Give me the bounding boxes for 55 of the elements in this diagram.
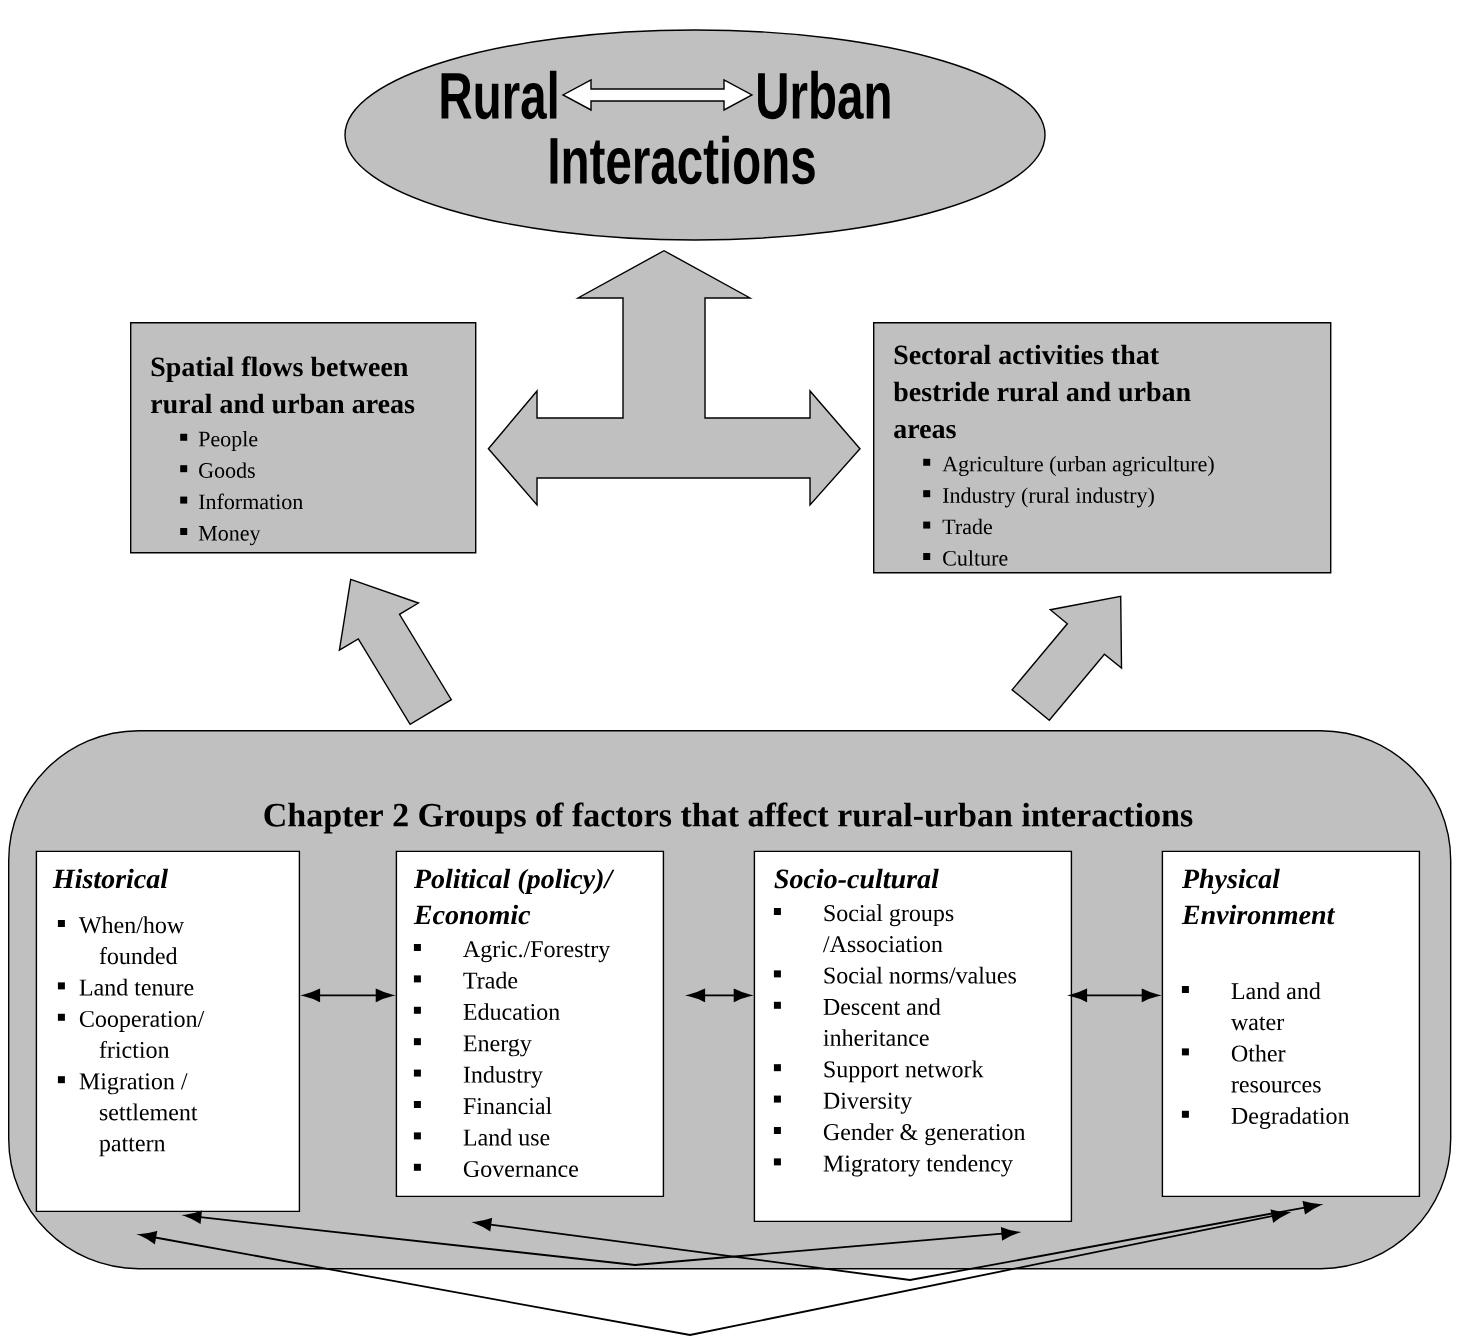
- list-item: Social groups /Association: [773, 904, 954, 953]
- list-item: Agric./Forestry: [413, 941, 611, 963]
- list-item: Migratory tendency: [773, 1154, 1013, 1177]
- list-item: Information: [180, 493, 303, 510]
- box-heading: Sectoral activities that bestride rural and urban areas: [893, 344, 1191, 439]
- arrow: [688, 989, 751, 1002]
- arrow: [303, 989, 393, 1002]
- box-heading: Spatial flows between rural and urban areas: [150, 356, 415, 414]
- text-box: [1161, 850, 1421, 1198]
- list-item: People: [180, 431, 258, 451]
- list-item: Degradation: [1181, 1107, 1350, 1129]
- list-item: Migration / settlement pattern: [57, 1073, 198, 1157]
- list-item: Culture: [923, 550, 1008, 566]
- list-item: Industry (rural industry): [923, 487, 1154, 508]
- block-arrow: [1011, 595, 1123, 722]
- list-item: Industry: [413, 1065, 543, 1088]
- list-item: Gender & generation: [773, 1123, 1026, 1146]
- text-box: [873, 322, 1332, 574]
- block-arrow: [487, 249, 861, 507]
- list-item: Diversity: [773, 1092, 913, 1114]
- arrow: [139, 1209, 1289, 1336]
- list-item: Governance: [413, 1160, 578, 1177]
- arrow: [474, 1201, 1321, 1281]
- box-heading: Socio-cultural: [774, 868, 939, 889]
- list-item: Education: [413, 1003, 560, 1020]
- list-item: Land use: [413, 1128, 550, 1146]
- list-item: Goods: [180, 462, 255, 478]
- title-text: Interactions: [550, 135, 815, 185]
- list-item: Land and water: [1181, 982, 1321, 1031]
- list-item: Money: [180, 526, 261, 546]
- list-item: Energy: [413, 1035, 532, 1057]
- box-heading: Physical Environment: [1181, 868, 1336, 925]
- arrow: [1070, 989, 1159, 1002]
- title-text: Urban: [758, 70, 890, 120]
- list-item: When/how founded: [57, 916, 185, 965]
- arrow: [184, 1210, 1019, 1266]
- panel-heading: Chapter 2 Groups of factors that affect rural-urban interactions: [264, 802, 1193, 834]
- list-item: Other resources: [1181, 1044, 1321, 1093]
- text-box: [753, 850, 1073, 1223]
- list-item: Agriculture (urban agriculture): [923, 456, 1214, 477]
- list-item: Trade: [923, 518, 992, 535]
- text-box: [35, 850, 301, 1213]
- list-item: Social norms/values: [773, 966, 1016, 984]
- list-item: Cooperation/ friction: [57, 1010, 205, 1058]
- block-arrow: [338, 578, 453, 726]
- text-box: [130, 322, 477, 554]
- list-item: Support network: [773, 1060, 984, 1083]
- title-text: Rural: [441, 70, 557, 120]
- text-box: [395, 850, 665, 1198]
- list-item: Trade: [413, 971, 518, 989]
- list-item: Descent and inheritance: [773, 998, 941, 1046]
- list-item: Land tenure: [57, 978, 194, 996]
- box-heading: Historical: [52, 868, 168, 889]
- box-heading: Political (policy)/ Economic: [413, 868, 615, 925]
- list-item: Financial: [413, 1097, 552, 1115]
